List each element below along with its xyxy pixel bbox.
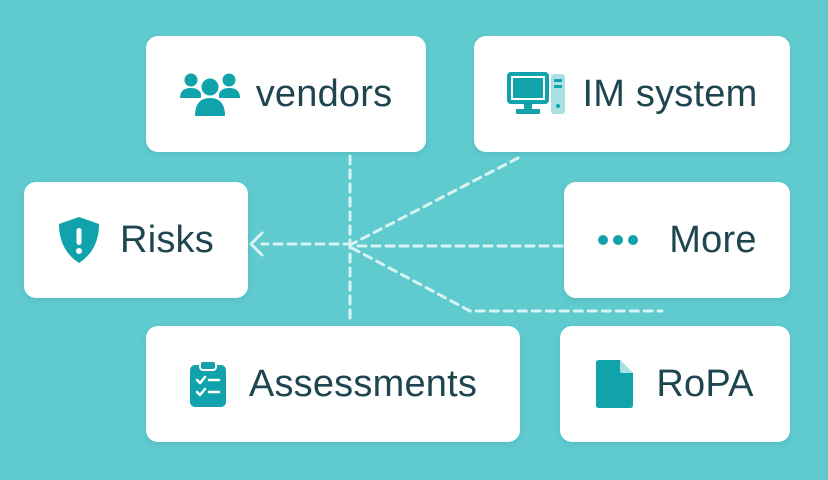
connector-im-system: [350, 156, 520, 246]
connector-ropa: [350, 246, 664, 313]
shield-alert-icon: [58, 216, 100, 264]
arrow-head-icon: [249, 231, 264, 257]
more-label: More: [669, 218, 757, 261]
more-node[interactable]: More: [564, 182, 790, 298]
im-system-node[interactable]: IM system: [474, 36, 790, 152]
computer-icon: [506, 72, 567, 116]
vendors-node[interactable]: vendors: [146, 36, 426, 152]
assessments-node[interactable]: Assessments: [146, 326, 520, 442]
risks-label: Risks: [120, 218, 214, 261]
ropa-node[interactable]: RoPA: [560, 326, 790, 442]
ellipsis-icon: [597, 234, 639, 246]
document-icon: [596, 359, 634, 409]
clipboard-checklist-icon: [189, 360, 227, 408]
users-icon: [179, 70, 240, 118]
ropa-label: RoPA: [656, 362, 754, 405]
vendors-label: vendors: [255, 72, 393, 115]
risks-node[interactable]: Risks: [24, 182, 248, 298]
assessments-label: Assessments: [248, 362, 478, 405]
im-system-label: IM system: [582, 72, 758, 115]
